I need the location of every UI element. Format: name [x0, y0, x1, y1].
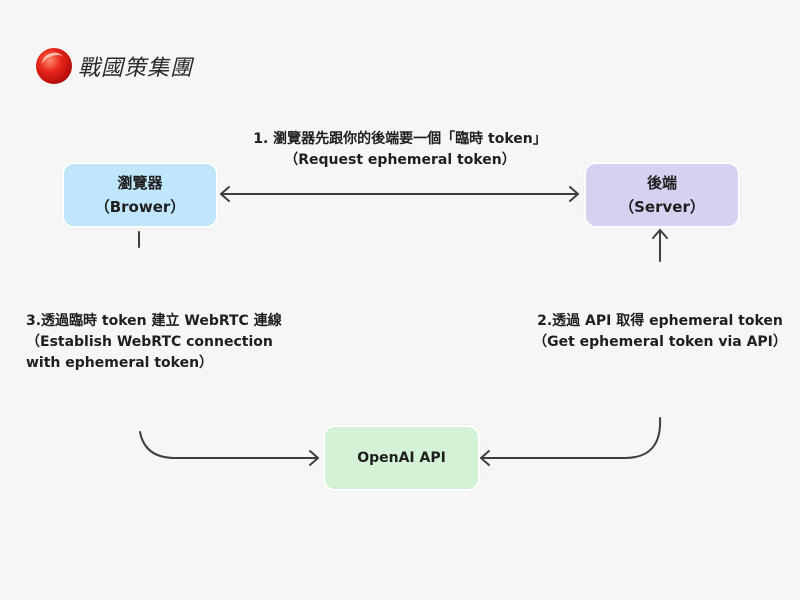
- step3-line1: 3.透過臨時 token 建立 WebRTC 連線: [26, 313, 282, 329]
- server-openai-curve: [480, 417, 662, 459]
- browser-openai-arrow: [139, 431, 319, 466]
- openai-api-node: OpenAI API: [323, 425, 480, 491]
- step3-line3: with ephemeral token）: [26, 355, 214, 371]
- step2-line2: （Get ephemeral token via API）: [533, 334, 787, 350]
- up-arrowhead-icon: [652, 229, 668, 239]
- step3-label: 3.透過臨時 token 建立 WebRTC 連線 （Establish Web…: [26, 311, 306, 374]
- step2-line1: 2.透過 API 取得 ephemeral token: [537, 313, 783, 329]
- step1-label: 1. 瀏覽器先跟你的後端要一個「臨時 token」 （Request ephem…: [200, 129, 600, 171]
- red-sphere-logo-icon: [36, 48, 72, 84]
- right-arrowhead-icon: [569, 186, 579, 202]
- browser-node-title: 瀏覽器: [117, 174, 163, 192]
- right-arrowhead-icon: [309, 450, 319, 466]
- step3-line2: （Establish WebRTC connection: [26, 334, 273, 350]
- step1-line2: （Request ephemeral token）: [284, 152, 516, 168]
- browser-node: 瀏覽器 （Brower）: [62, 162, 218, 228]
- browser-openai-curve: [139, 431, 319, 459]
- step1-line1: 1. 瀏覽器先跟你的後端要一個「臨時 token」: [253, 131, 547, 147]
- server-node-subtitle: （Server）: [619, 198, 705, 216]
- openai-server-up-arrow: [652, 229, 668, 262]
- company-logo: 戰國策集團: [36, 48, 193, 84]
- server-openai-arrow: [480, 417, 662, 466]
- server-node: 後端 （Server）: [584, 162, 740, 228]
- left-arrowhead-icon: [220, 186, 230, 202]
- left-arrowhead-icon: [480, 450, 490, 466]
- logo-text: 戰國策集團: [78, 56, 194, 81]
- browser-node-subtitle: （Brower）: [94, 198, 186, 216]
- step2-label: 2.透過 API 取得 ephemeral token （Get ephemer…: [530, 311, 790, 353]
- server-node-title: 後端: [646, 174, 677, 192]
- openai-node-title: OpenAI API: [357, 450, 446, 466]
- browser-server-arrow: [220, 186, 579, 202]
